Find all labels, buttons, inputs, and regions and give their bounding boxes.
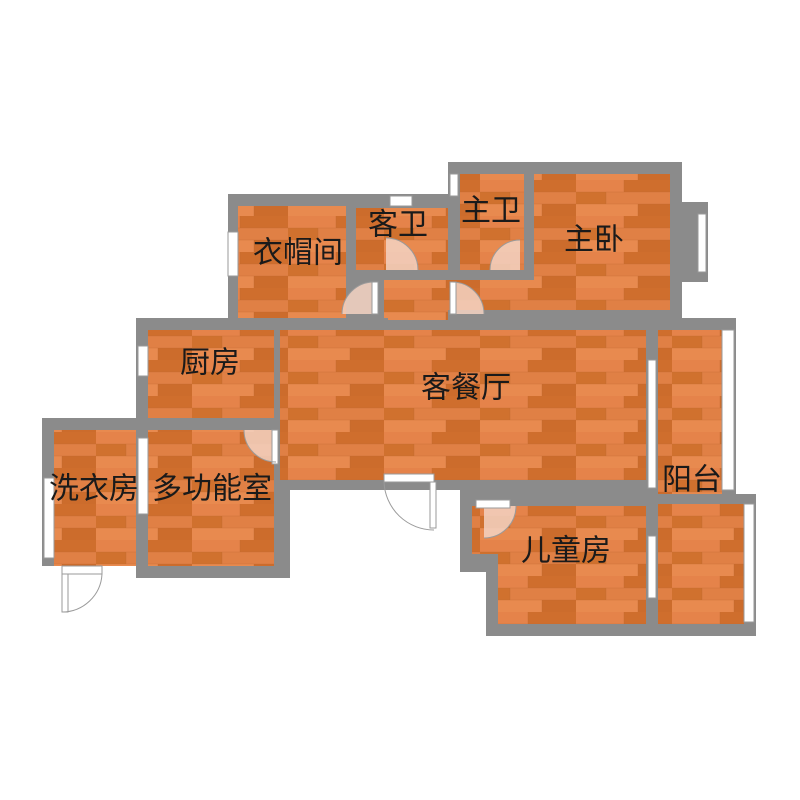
floor-kids-room — [498, 506, 648, 624]
label-balcony: 阳台 — [662, 463, 722, 498]
window-balcony-lower — [743, 503, 755, 623]
window-multi-function — [137, 437, 149, 515]
doors — [61, 237, 521, 613]
window-master-bath — [449, 173, 459, 197]
window-kids-balcony — [647, 535, 657, 599]
floor-balcony-lower — [658, 504, 744, 624]
window-living-balcony — [647, 359, 657, 489]
label-master-bedroom: 主卧 — [564, 223, 624, 258]
label-kids-room: 儿童房 — [521, 534, 611, 569]
label-kitchen: 厨房 — [180, 346, 240, 381]
window-cloakroom — [227, 231, 239, 277]
window-laundry — [43, 477, 55, 559]
label-cloakroom: 衣帽间 — [253, 236, 343, 271]
label-living-dining: 客餐厅 — [421, 371, 511, 406]
room-floors — [54, 174, 744, 624]
floor-living-dining — [280, 330, 646, 480]
floor-kitchen — [148, 330, 274, 418]
room-labels: 衣帽间 客卫 主卫 主卧 厨房 客餐厅 洗衣房 多功能室 阳台 儿童房 — [49, 194, 722, 569]
floor-balcony-upper — [658, 330, 722, 494]
window-master-bedroom — [697, 213, 707, 273]
window-balcony-upper — [721, 329, 735, 491]
floor-cloakroom — [238, 206, 346, 318]
window-guest-bath — [389, 195, 413, 207]
label-laundry: 洗衣房 — [49, 472, 139, 507]
windows — [43, 173, 755, 623]
label-multi-function: 多功能室 — [152, 472, 272, 507]
label-master-bath: 主卫 — [461, 194, 521, 229]
window-kitchen — [137, 345, 149, 377]
floor-laundry — [54, 430, 136, 566]
label-guest-bath: 客卫 — [368, 208, 428, 243]
